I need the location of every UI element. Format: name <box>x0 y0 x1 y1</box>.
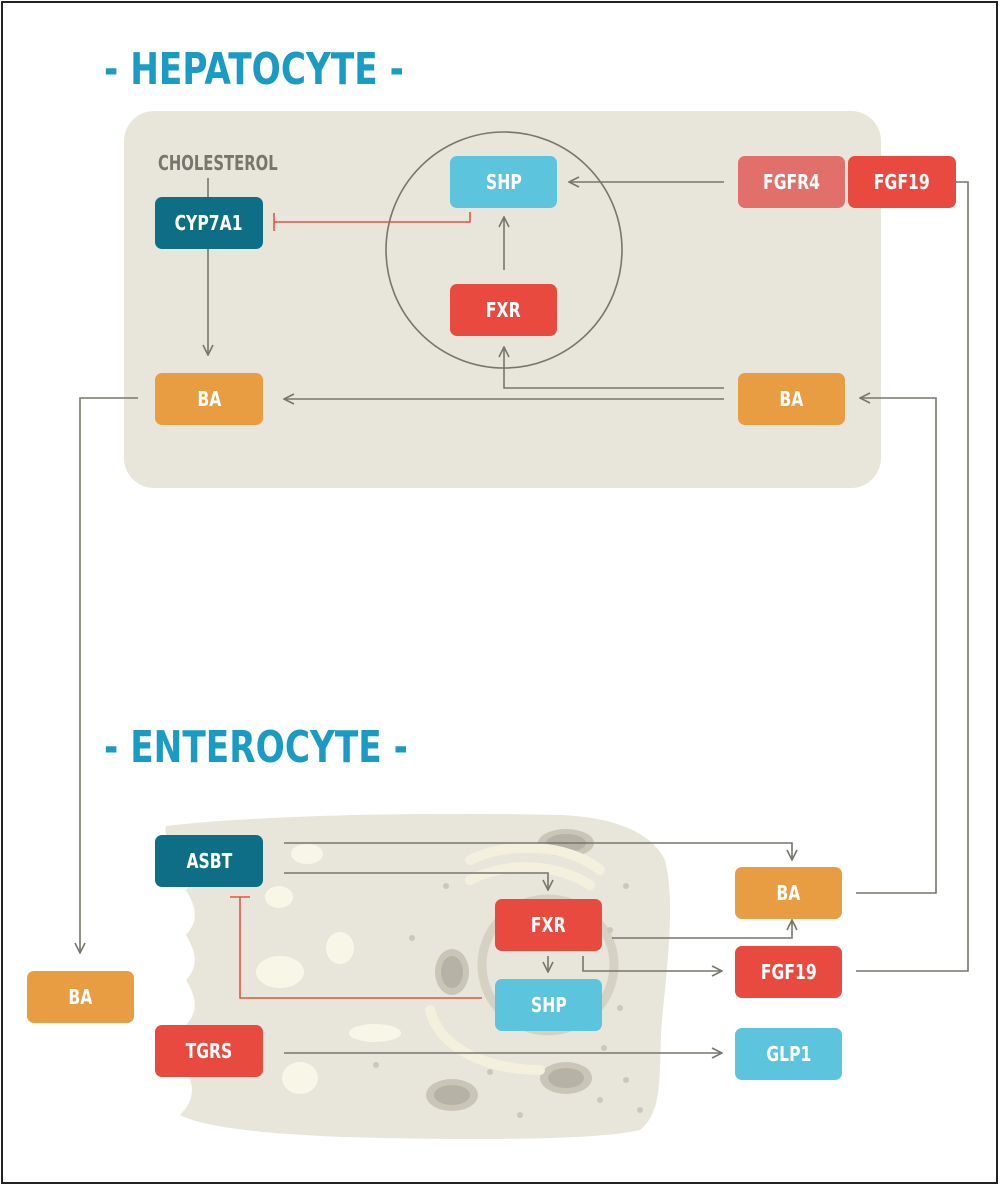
enterocyte-title: - ENTEROCYTE - <box>104 722 408 773</box>
lumen-ba-node: BA <box>27 971 134 1023</box>
enterocyte-ba-label: BA <box>776 881 801 905</box>
lumen-ba-label: BA <box>68 985 93 1009</box>
cyp7a1-label: CYP7A1 <box>175 211 243 235</box>
asbt-label: ASBT <box>186 849 232 873</box>
cyp7a1-node: CYP7A1 <box>155 197 263 249</box>
enterocyte-ba-node: BA <box>735 867 842 919</box>
enterocyte-er <box>425 842 605 1075</box>
hepatocyte-title: - HEPATOCYTE - <box>104 44 404 95</box>
enterocyte-shp-node: SHP <box>495 979 602 1031</box>
hepatocyte-shp-node: SHP <box>450 156 557 208</box>
enterocyte-fgf19-node: FGF19 <box>735 946 842 998</box>
fgfr4-node: FGFR4 <box>738 156 845 208</box>
glp1-label: GLP1 <box>765 1042 812 1066</box>
hepatocyte-fgf19-node: FGF19 <box>848 156 956 208</box>
cholesterol-label: CHOLESTEROL <box>158 151 278 175</box>
hepatocyte-ba-right-label: BA <box>779 387 804 411</box>
hepatocyte-fxr-node: FXR <box>450 284 557 336</box>
enterocyte-organelles <box>256 844 401 1094</box>
asbt-node: ASBT <box>155 835 263 887</box>
tgrs-label: TGRS <box>185 1039 233 1063</box>
enterocyte-fgf19-label: FGF19 <box>760 960 817 984</box>
hepatocyte-fgf19-label: FGF19 <box>874 170 930 194</box>
enterocyte-fxr-node: FXR <box>495 899 602 951</box>
hepatocyte-fxr-label: FXR <box>486 298 521 322</box>
hepatocyte-ba-left-node: BA <box>155 373 263 425</box>
enterocyte-shp-label: SHP <box>530 993 567 1017</box>
enterocyte-dots <box>373 883 643 1118</box>
glp1-node: GLP1 <box>735 1028 842 1080</box>
hepatocyte-ba-right-node: BA <box>738 373 845 425</box>
enterocyte-fxr-label: FXR <box>531 913 566 937</box>
hepatocyte-shp-label: SHP <box>485 170 522 194</box>
tgrs-node: TGRS <box>155 1025 263 1077</box>
fgfr4-label: FGFR4 <box>763 170 820 194</box>
hepatocyte-ba-left-label: BA <box>197 387 221 411</box>
